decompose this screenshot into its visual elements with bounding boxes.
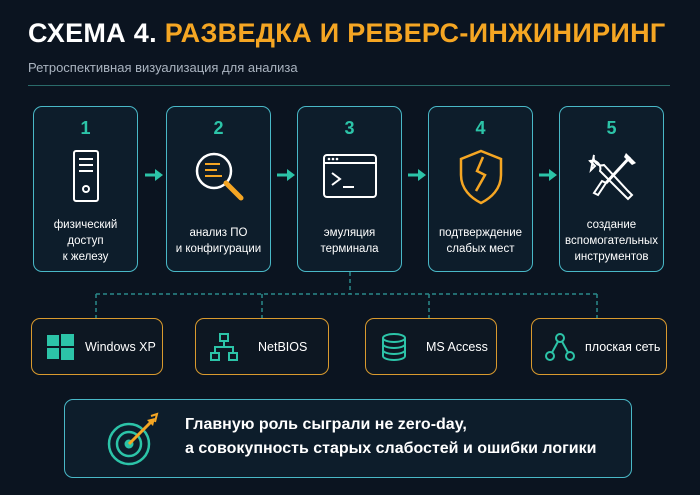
step-label: создание вспомогательных инструментов	[565, 219, 658, 263]
title-main: РАЗВЕДКА И РЕВЕРС-ИНЖИНИРИНГ	[164, 18, 666, 48]
step-number: 5	[606, 118, 617, 138]
header-divider	[28, 85, 670, 86]
flow-arrow-icon	[145, 169, 163, 181]
step-card-5: 5 создание вспомогательных инструментов	[559, 106, 664, 272]
tag-label: плоская сеть	[585, 340, 661, 354]
tag-label: NetBIOS	[258, 340, 308, 354]
conclusion-box: Главную роль сыграли не zero-day, а сово…	[64, 399, 632, 478]
wrench-screwdriver-icon	[587, 153, 636, 201]
tag-netbios: NetBIOS	[195, 318, 329, 375]
step-number: 4	[475, 118, 486, 138]
server-tower-icon	[72, 150, 99, 202]
conclusion-line-2: а совокупность старых слабостей и ошибки…	[185, 440, 597, 457]
page-subtitle: Ретроспективная визуализация для анализа	[28, 60, 298, 75]
tag-ms-access: MS Access	[365, 318, 497, 375]
dashed-connector	[95, 272, 598, 318]
tag-label: Windows XP	[85, 340, 156, 354]
database-icon	[382, 333, 406, 361]
tag-label: MS Access	[426, 340, 488, 354]
step-number: 1	[80, 118, 91, 138]
flow-arrow-icon	[408, 169, 426, 181]
flow-arrow-icon	[277, 169, 295, 181]
step-label: анализ ПО и конфигурации	[175, 227, 262, 255]
step-card-4: 4 подтверждение слабых мест	[428, 106, 533, 272]
terminal-icon	[322, 154, 377, 198]
title-prefix: СХЕМА 4.	[28, 18, 157, 48]
tag-windows-xp: Windows XP	[31, 318, 163, 375]
flow-arrow-icon	[539, 169, 557, 181]
step-card-1: 1 физический доступ к железу	[33, 106, 138, 272]
tag-flat-network: плоская сеть	[531, 318, 667, 375]
magnifier-code-icon	[195, 152, 243, 201]
step-label: физический доступ к железу	[53, 219, 118, 263]
step-card-3: 3 эмуляция терминала	[297, 106, 402, 272]
step-number: 3	[344, 118, 355, 138]
step-label: подтверждение слабых мест	[438, 227, 523, 255]
network-tree-icon	[210, 333, 238, 361]
flat-network-icon	[545, 333, 575, 361]
cracked-shield-icon	[459, 149, 502, 205]
page-title: СХЕМА 4. РАЗВЕДКА И РЕВЕРС-ИНЖИНИРИНГ	[28, 18, 666, 49]
conclusion-line-1: Главную роль сыграли не zero-day,	[185, 416, 467, 433]
step-number: 2	[213, 118, 224, 138]
step-label: эмуляция терминала	[320, 227, 379, 255]
windows-logo-icon	[47, 334, 74, 360]
step-card-2: 2 анализ ПО и конфигурации	[166, 106, 271, 272]
target-arrow-icon	[107, 412, 159, 466]
